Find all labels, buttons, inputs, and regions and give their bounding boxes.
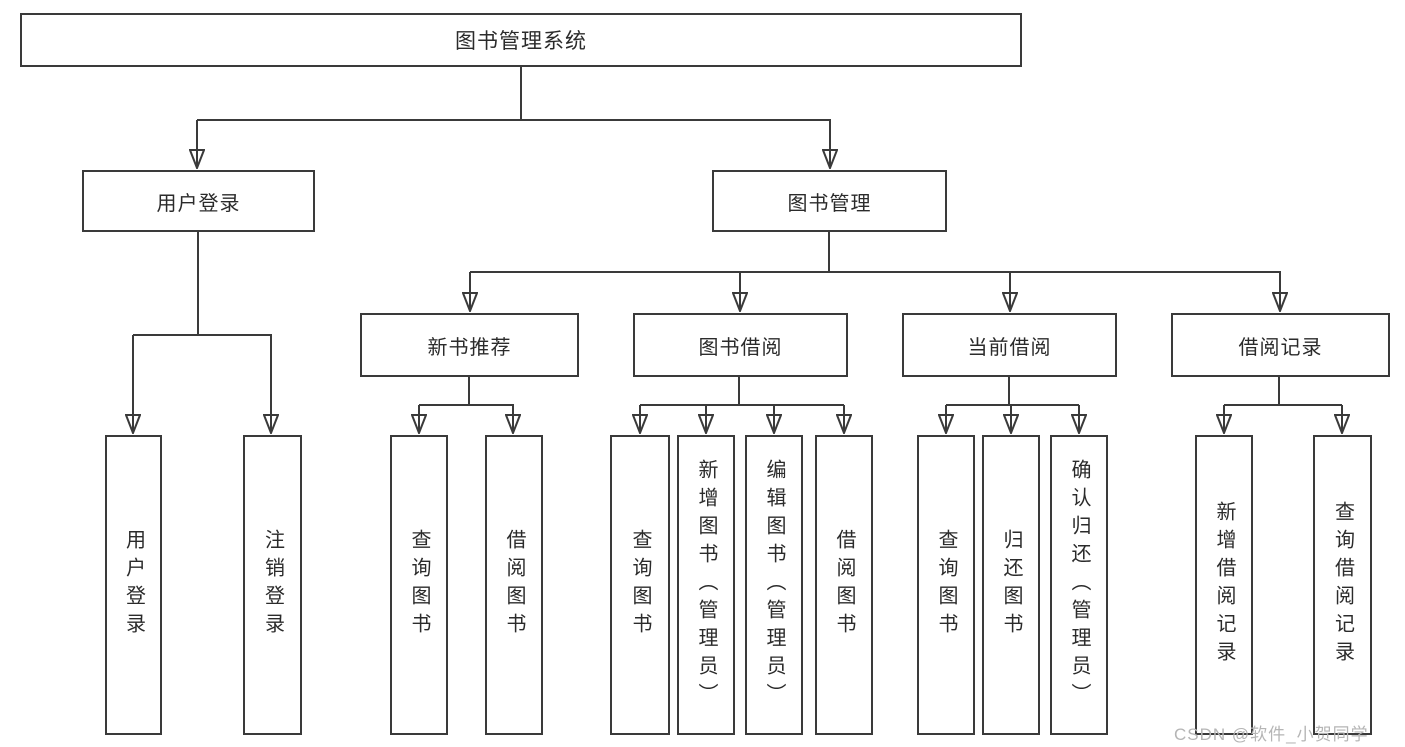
leaf-borrow-books-borrowing: 借阅图书 <box>815 435 873 735</box>
leaf-label: 借阅图书 <box>833 529 855 641</box>
leaf-add-book-admin: 新增图书（管理员） <box>677 435 735 735</box>
node-label: 图书借阅 <box>698 336 783 359</box>
node-label: 借阅记录 <box>1238 336 1323 359</box>
leaf-borrow-books-recommendation: 借阅图书 <box>485 435 543 735</box>
leaf-label: 编辑图书（管理员） <box>763 459 785 711</box>
leaf-label: 用户登录 <box>122 529 145 641</box>
node-book-management-branch: 图书管理 <box>712 170 947 232</box>
node-book-borrowing: 图书借阅 <box>633 313 848 377</box>
leaf-label: 归还图书 <box>1000 529 1022 641</box>
leaf-query-books-borrowing: 查询图书 <box>610 435 670 735</box>
leaf-add-borrow-record: 新增借阅记录 <box>1195 435 1253 735</box>
leaf-logout: 注销登录 <box>243 435 302 735</box>
leaf-label: 查询图书 <box>629 529 651 641</box>
leaf-label: 注销登录 <box>261 529 284 641</box>
leaf-confirm-return-admin: 确认归还（管理员） <box>1050 435 1108 735</box>
node-current-borrowing: 当前借阅 <box>902 313 1117 377</box>
node-label: 图书管理 <box>787 192 872 215</box>
leaf-label: 查询图书 <box>408 529 430 641</box>
node-label: 新书推荐 <box>427 336 512 359</box>
node-label: 图书管理系统 <box>455 30 587 53</box>
csdn-watermark: CSDN @软件_小贺同学 <box>1174 725 1369 744</box>
node-new-book-recommendation: 新书推荐 <box>360 313 579 377</box>
node-user-login-branch: 用户登录 <box>82 170 315 232</box>
leaf-return-books: 归还图书 <box>982 435 1040 735</box>
leaf-edit-book-admin: 编辑图书（管理员） <box>745 435 803 735</box>
leaf-label: 借阅图书 <box>503 529 525 641</box>
leaf-label: 新增借阅记录 <box>1213 501 1235 669</box>
leaf-label: 新增图书（管理员） <box>695 459 717 711</box>
leaf-label: 确认归还（管理员） <box>1068 459 1090 711</box>
leaf-query-books-recommendation: 查询图书 <box>390 435 448 735</box>
leaf-label: 查询图书 <box>935 529 957 641</box>
node-borrowing-records: 借阅记录 <box>1171 313 1390 377</box>
leaf-query-borrow-record: 查询借阅记录 <box>1313 435 1372 735</box>
leaf-user-login: 用户登录 <box>105 435 162 735</box>
node-label: 用户登录 <box>156 192 241 215</box>
node-library-management-system: 图书管理系统 <box>20 13 1022 67</box>
leaf-query-books-current: 查询图书 <box>917 435 975 735</box>
leaf-label: 查询借阅记录 <box>1331 501 1354 669</box>
node-label: 当前借阅 <box>967 336 1052 359</box>
